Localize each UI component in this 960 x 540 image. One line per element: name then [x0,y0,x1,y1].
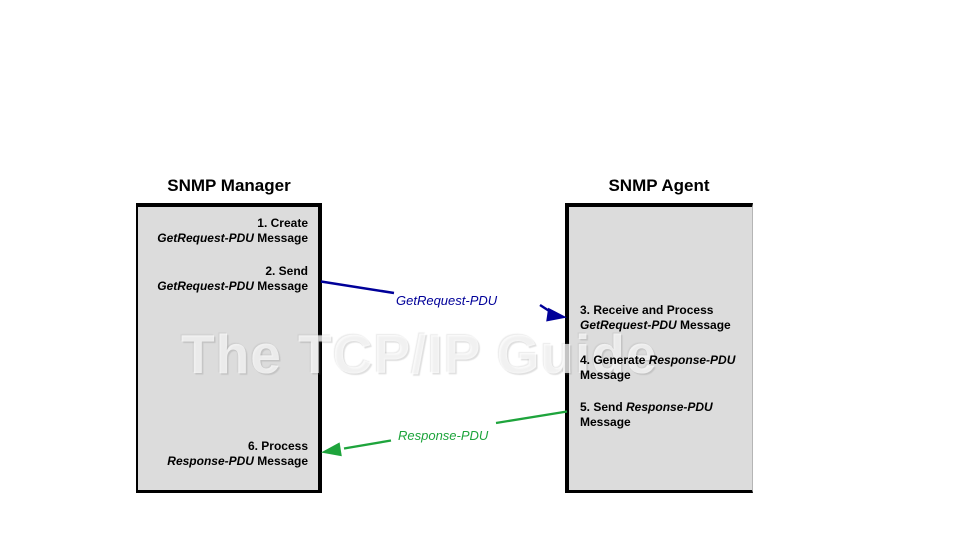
response-arrow [321,410,568,457]
step-5-send: 5. Send Response-PDU Message [580,400,713,430]
step-4-line-1: 4. Generate Response-PDU [580,353,736,367]
step-4-generate: 4. Generate Response-PDU Message [580,353,735,383]
step-3-line-2: GetRequest-PDU Message [580,318,731,332]
step-2-line-2: GetRequest-PDU Message [157,279,308,293]
request-arrow-segment-1 [320,280,395,295]
step-1-create: 1. Create GetRequest-PDU Message [157,216,308,246]
watermark-text: The TCP/IP Guide [181,323,658,385]
step-5-line-2: Message [580,415,631,429]
request-arrowhead-icon [546,307,567,322]
step-6-line-1: 6. Process [247,439,308,453]
step-1-line-1: 1. Create [257,216,308,230]
agent-box: 3. Receive and Process GetRequest-PDU Me… [565,203,753,493]
step-2-send: 2. Send GetRequest-PDU Message [157,264,308,294]
manager-title: SNMP Manager [167,176,291,195]
response-arrowhead-icon [321,442,342,457]
step-4-line-2: Message [580,368,631,382]
request-arrow [320,280,567,322]
response-arrow-label: Response-PDU [398,428,489,443]
response-arrow-segment-2 [343,439,392,450]
request-arrow-label: GetRequest-PDU [396,293,498,308]
step-6-line-2: Response-PDU Message [167,454,308,468]
step-1-line-2: GetRequest-PDU Message [157,231,308,245]
step-2-line-1: 2. Send [265,264,308,278]
response-arrow-segment-1 [495,410,568,425]
step-3-line-1: 3. Receive and Process [580,303,714,317]
manager-box: 1. Create GetRequest-PDU Message 2. Send… [136,203,322,493]
step-6-process: 6. Process Response-PDU Message [167,439,308,469]
agent-title: SNMP Agent [608,176,710,195]
step-5-line-1: 5. Send Response-PDU [580,400,713,414]
step-3-receive: 3. Receive and Process GetRequest-PDU Me… [580,303,731,333]
